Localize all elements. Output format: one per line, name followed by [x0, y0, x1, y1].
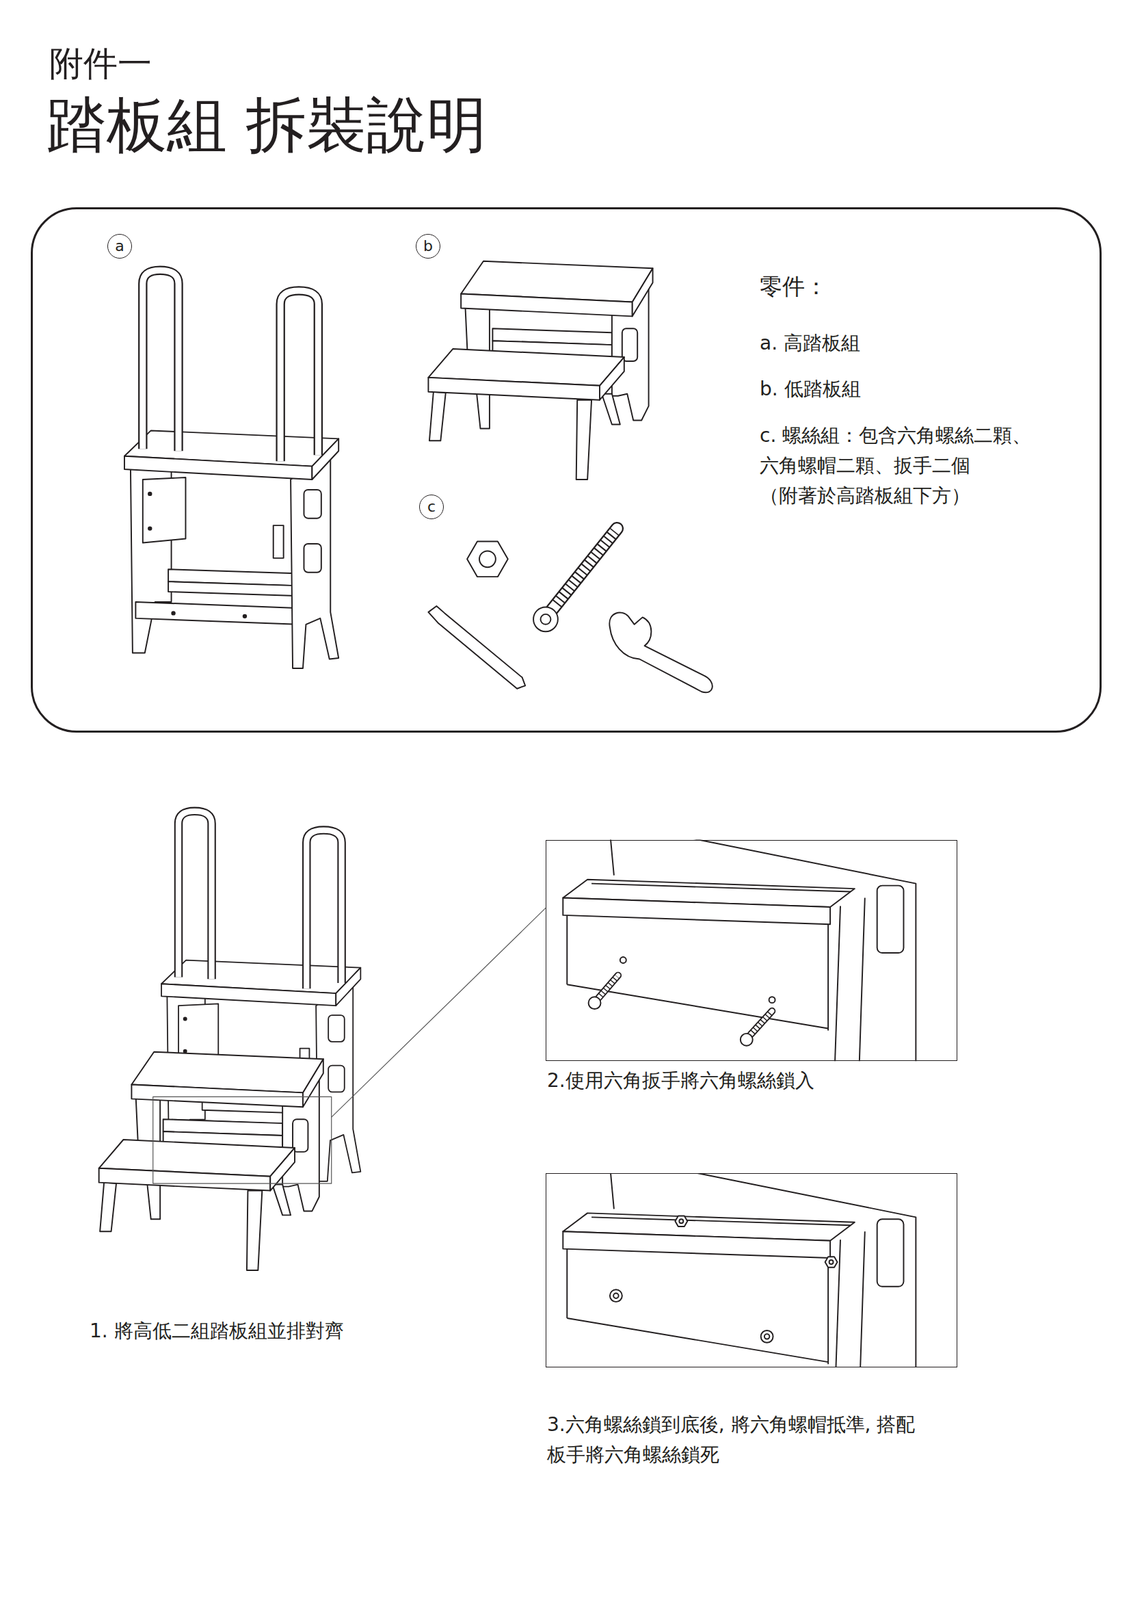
detail-view: [562, 1172, 916, 1367]
step-caption: 1. 將高低二組踏板組並排對齊: [89, 1318, 344, 1343]
step-caption: 3.六角螺絲鎖到底後, 將六角螺帽抵準, 搭配 板手將六角螺絲鎖死: [547, 1409, 958, 1470]
part-item: c. 螺絲組：包含六角螺絲二顆、 六角螺帽二顆、扳手二個 （附著於高踏板組下方）: [759, 420, 1088, 511]
detail-view: [613, 1292, 619, 1298]
detail-view: [609, 1288, 623, 1302]
detail-view: [600, 975, 617, 995]
detail-view: [562, 1172, 916, 1367]
callout-letter: c: [427, 499, 436, 515]
detail-view: [562, 839, 916, 1062]
annex-label: 附件一: [49, 42, 152, 86]
detail-view: [750, 1010, 773, 1034]
hex-bolt: [533, 528, 617, 632]
step-caption: 2.使用六角扳手將六角螺絲鎖入: [547, 1068, 815, 1093]
parts-panel: 零件： a. 高踏板組 b. 低踏板組 c. 螺絲組：包含六角螺絲二顆、 六角螺帽二顆…: [30, 207, 1102, 733]
part-item: b. 低踏板組: [759, 376, 861, 401]
hex-nut: [467, 541, 509, 578]
hex-bolt: [556, 531, 615, 604]
detail-view: [562, 1172, 916, 1367]
zoom-frame: [153, 1096, 332, 1183]
detail-view: [769, 996, 776, 1003]
callout-circle: a: [107, 233, 132, 259]
hex-key: [428, 605, 526, 689]
detail-box: 3.六角螺絲鎖到底後, 將六角螺帽抵準, 搭配 板手將六角螺絲鎖死: [545, 1172, 958, 1367]
detail-view: [829, 1259, 834, 1264]
detail-view: [562, 839, 916, 1062]
line-art: [124, 270, 339, 669]
callout-circle: b: [415, 233, 441, 259]
detail-view: [761, 1329, 774, 1343]
detail-view: [679, 1218, 684, 1223]
hex-bolt: [533, 606, 558, 632]
line-art: [99, 1051, 324, 1270]
hex-bolt: [551, 528, 617, 610]
wrench: [609, 612, 712, 693]
parts-heading: 零件：: [759, 272, 828, 301]
leader-line: [331, 907, 546, 1117]
detail-view: [825, 1256, 838, 1268]
hex-nut: [467, 541, 509, 578]
detail-view: [599, 975, 619, 998]
callout-letter: a: [114, 238, 124, 254]
callout-letter: b: [423, 238, 433, 254]
part-item: a. 高踏板組: [759, 330, 861, 355]
detail-view: [750, 1010, 773, 1034]
hex-bolt: [551, 528, 617, 610]
detail-view: [764, 1333, 770, 1339]
hex-bolt: [540, 614, 551, 625]
hex-nut: [479, 550, 496, 567]
detail-view: [752, 1012, 772, 1033]
detail-view: [674, 1215, 688, 1227]
detail-view: [740, 1033, 753, 1046]
detail-view: [588, 996, 602, 1009]
line-art: [428, 261, 653, 480]
callout-circle: c: [419, 494, 444, 520]
detail-view: [599, 975, 619, 998]
detail-box: 2.使用六角扳手將六角螺絲鎖入: [545, 839, 958, 1061]
detail-view: [620, 956, 627, 963]
page-title: 踏板組 拆裝說明: [46, 87, 487, 163]
